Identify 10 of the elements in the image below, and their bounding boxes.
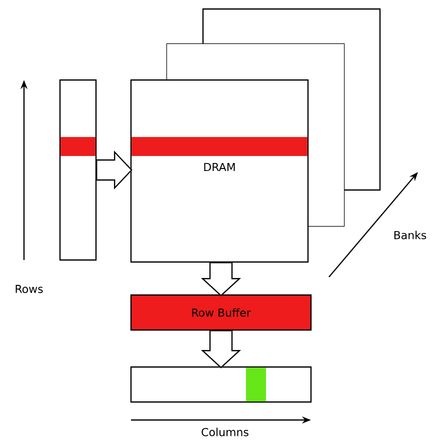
- block-arrow: [96, 150, 132, 190]
- axis-label: Columns: [202, 428, 248, 436]
- row-buffer-box: Row Buffer: [130, 294, 312, 331]
- axis-label: Banks: [394, 230, 426, 240]
- column-box: [130, 366, 312, 403]
- block-arrow: [200, 262, 242, 296]
- row-decoder-box: [59, 79, 97, 261]
- axis-label: Rows: [16, 284, 43, 294]
- dram-array-box: DRAM: [130, 79, 309, 263]
- block-arrow: [200, 330, 242, 368]
